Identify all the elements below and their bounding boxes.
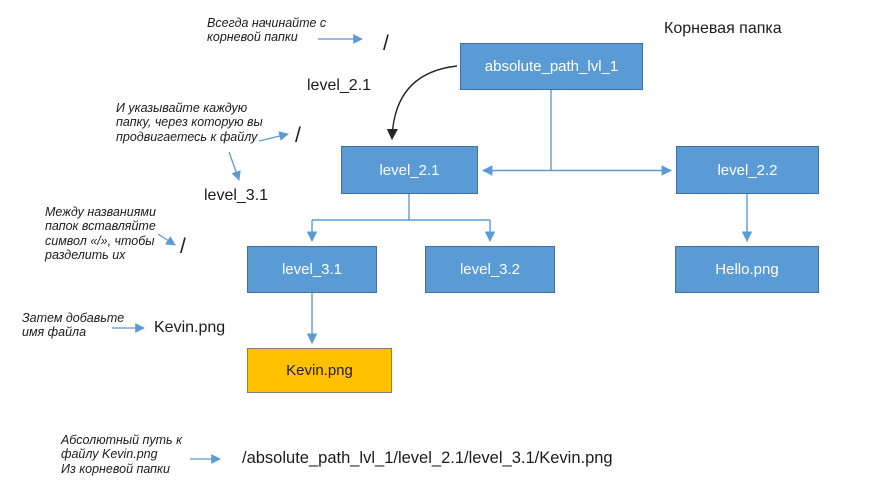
absolute-path-text: /absolute_path_lvl_1/level_2.1/level_3.1…: [242, 449, 613, 467]
node-level-2-1: level_2.1: [341, 146, 478, 194]
annotation-2-arrow-to-slash: [258, 131, 289, 142]
annotation-each-folder: И указывайте каждую папку, через которую…: [116, 101, 263, 144]
annotation-line: корневой папки: [207, 30, 298, 45]
annotation-add-filename: Затем добавьте имя файла: [22, 311, 124, 340]
annotation-line: папку, через которую вы: [116, 115, 263, 130]
annotation-line: Абсолютный путь к: [61, 433, 183, 447]
annotation-line: папок вставляйте: [45, 219, 156, 234]
annotation-always-start: Всегда начинайте с корневой папки: [207, 16, 326, 45]
node-level-2-2: level_2.2: [676, 146, 819, 194]
slash-label-3: /: [180, 235, 186, 258]
annotation-line: символ «/», чтобы: [45, 233, 155, 248]
slash-label-1: /: [383, 32, 389, 55]
annotation-absolute-path: Абсолютный путь к файлу Kevin.png Из кор…: [61, 433, 182, 476]
node-absolute-path-lvl-1: absolute_path_lvl_1: [460, 43, 643, 90]
kevin-png-text-label: Kevin.png: [154, 319, 226, 336]
curved-arrow-root-to-level-2-1: [386, 65, 458, 141]
annotation-line: имя файла: [22, 325, 87, 340]
root-folder-label: Корневая папка: [664, 20, 782, 37]
annotation-line: Затем добавьте: [22, 311, 125, 325]
annotation-line: файлу Kevin.png: [61, 447, 158, 462]
node-hello-png: Hello.png: [675, 246, 819, 293]
node-label: level_2.2: [717, 161, 778, 179]
annotation-separator-slash: Между названиями папок вставляйте символ…: [45, 205, 156, 262]
annotation-line: Всегда начинайте с: [207, 16, 327, 30]
annotation-line: Из корневой папки: [61, 461, 170, 476]
level-2-1-text-label: level_2.1: [307, 77, 372, 94]
node-kevin-png: Kevin.png: [247, 348, 392, 393]
annotation-3-arrow: [157, 233, 176, 246]
annotation-line: И указывайте каждую: [116, 101, 248, 115]
node-label: absolute_path_lvl_1: [484, 58, 619, 75]
node-label: Hello.png: [715, 261, 779, 278]
slash-label-2: /: [295, 124, 301, 147]
node-label: level_2.1: [379, 161, 440, 179]
annotation-line: продвигаетесь к файлу: [116, 129, 258, 144]
node-level-3-2: level_3.2: [425, 246, 555, 293]
node-level-3-1: level_3.1: [247, 246, 377, 293]
node-label: level_3.2: [459, 261, 521, 278]
node-label: Kevin.png: [286, 362, 353, 379]
annotation-line: Между названиями: [45, 205, 156, 219]
level-3-1-text-label: level_3.1: [204, 187, 269, 204]
node-label: level_3.1: [281, 261, 343, 278]
annotation-line: разделить их: [45, 247, 126, 262]
edge-level-2-1-branch: [312, 194, 490, 221]
annotation-2-arrow-to-level-3-1: [228, 151, 241, 181]
